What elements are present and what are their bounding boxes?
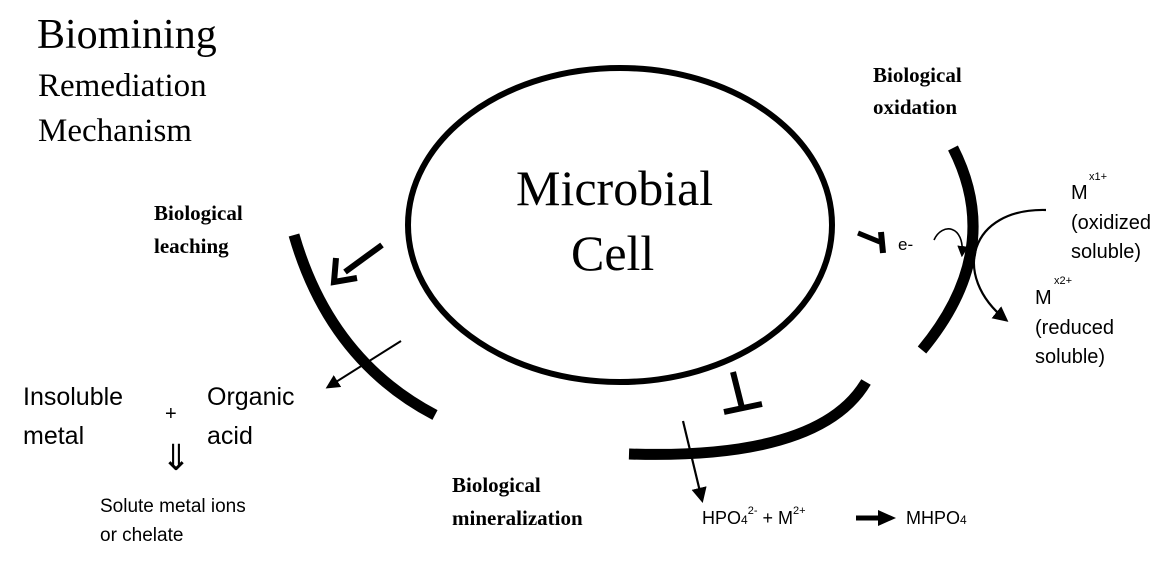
label-oxidation-1: Biological bbox=[873, 63, 962, 87]
hpo4-base: HPO bbox=[702, 508, 742, 528]
hpo4-formula: HPO42- + M2+ bbox=[702, 506, 806, 528]
microbial-cell-ellipse bbox=[405, 65, 835, 385]
oxidized-metal-charge: x1+ bbox=[1089, 171, 1108, 183]
oxidized-label-2: soluble) bbox=[1071, 241, 1142, 263]
mhpo4-formula: MHPO4 bbox=[906, 509, 967, 527]
label-mineralization-2: mineralization bbox=[452, 506, 583, 530]
electron-label: e- bbox=[898, 235, 914, 254]
reactant-insoluble-metal-2: metal bbox=[23, 422, 85, 450]
heading-biomining: Biomining bbox=[37, 12, 217, 58]
redox-curved-arrow bbox=[972, 208, 1047, 322]
reactant-organic-acid-2: acid bbox=[207, 422, 253, 450]
mhpo4-base: MHPO bbox=[906, 508, 960, 528]
product-solute-metal-1: Solute metal ions bbox=[100, 496, 246, 517]
reactant-organic-acid-1: Organic bbox=[207, 383, 295, 411]
oxidation-membrane-arc bbox=[917, 145, 979, 354]
leaching-arrow bbox=[330, 242, 384, 286]
cell-label-microbial: Microbial bbox=[516, 160, 714, 216]
metal-charge: 2+ bbox=[793, 505, 806, 517]
label-leaching-1: Biological bbox=[154, 201, 243, 225]
oxidized-metal-symbol: M bbox=[1071, 182, 1088, 204]
product-solute-metal-2: or chelate bbox=[100, 525, 184, 546]
metal-plus: + M bbox=[762, 508, 794, 528]
label-oxidation-2: oxidation bbox=[873, 95, 958, 119]
reduced-label-2: soluble) bbox=[1035, 346, 1106, 368]
hpo4-subscript: 4 bbox=[741, 513, 748, 527]
reduced-label-1: (reduced bbox=[1035, 317, 1114, 339]
oxidized-label-1: (oxidized bbox=[1071, 212, 1152, 234]
label-mineralization-1: Biological bbox=[452, 473, 541, 497]
label-leaching-2: leaching bbox=[154, 234, 229, 258]
heading-mechanism: Mechanism bbox=[38, 113, 192, 149]
leaching-cross-arrow bbox=[325, 340, 402, 389]
oxidation-arrow bbox=[857, 230, 886, 254]
hpo4-charge: 2- bbox=[747, 505, 758, 517]
heading-remediation: Remediation bbox=[38, 68, 207, 104]
double-down-arrow: ⇓ bbox=[161, 437, 192, 478]
mineralization-cross-arrow bbox=[681, 420, 707, 503]
reactant-insoluble-metal-1: Insoluble bbox=[23, 383, 124, 411]
product-arrow bbox=[856, 510, 896, 526]
mineralization-membrane-arc bbox=[628, 379, 871, 460]
electron-transfer-arrow bbox=[933, 228, 969, 258]
plus-sign: + bbox=[165, 403, 177, 425]
reduced-metal-symbol: M bbox=[1035, 287, 1052, 309]
mineralization-arrow bbox=[723, 371, 763, 415]
leaching-membrane-arc bbox=[288, 233, 438, 420]
mhpo4-subscript: 4 bbox=[960, 513, 967, 527]
reduced-metal-charge: x2+ bbox=[1054, 275, 1073, 287]
cell-label-cell: Cell bbox=[571, 225, 655, 281]
